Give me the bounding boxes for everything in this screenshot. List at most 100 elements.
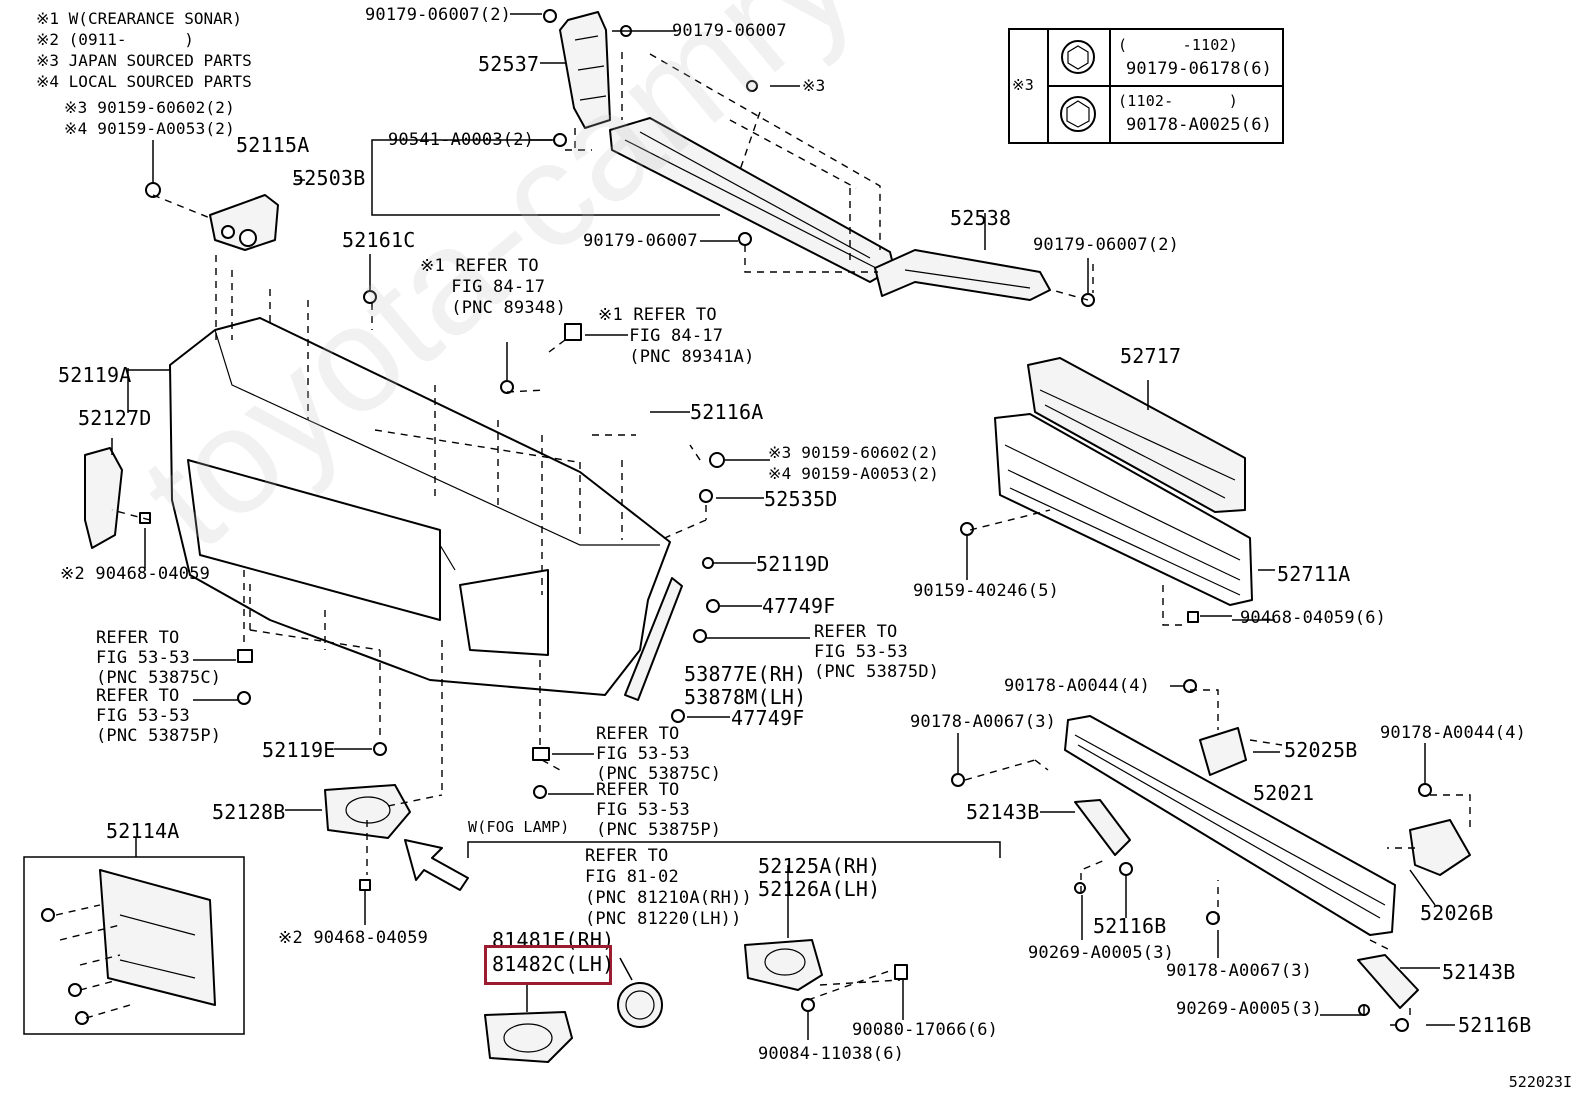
fasteners	[41, 9, 1432, 1032]
bracket-52537	[559, 11, 611, 129]
label-52116B-b: 52116B	[1458, 1013, 1532, 1037]
label-japan-mark: ※3	[802, 76, 826, 95]
bracket-52025B	[1199, 727, 1247, 776]
label-52116A: 52116A	[690, 400, 764, 424]
arrow-icon	[404, 839, 469, 891]
bracket-52143B-upper	[1074, 799, 1131, 856]
label-90541-A0003: 90541-A0003(2)	[388, 130, 535, 150]
label-52128B: 52128B	[212, 800, 286, 824]
dashed-lines	[55, 52, 1471, 1019]
label-90179-06007-2-top: 90179-06007(2)	[365, 5, 512, 25]
bumper-cover-52119A	[169, 317, 671, 696]
license-bracket-box-52114A	[23, 856, 245, 1035]
label-90084-11038: 90084-11038(6)	[758, 1044, 905, 1064]
label-90468-04059-6: 90468-04059(6)	[1240, 608, 1387, 628]
label-refer-53875C-left: REFER TO FIG 53-53 (PNC 53875C)	[96, 628, 222, 688]
label-90178-A0044-a: 90178-A0044(4)	[1004, 676, 1151, 696]
label-52021: 52021	[1253, 781, 1315, 805]
label-90468-04059-bl: ※2 90468-04059	[278, 928, 429, 948]
label-47749F-b: 47749F	[731, 706, 805, 730]
fastener-table-grid	[1047, 30, 1282, 142]
label-53877E: 53877E(RH)	[684, 662, 807, 686]
label-90080-17066: 90080-17066(6)	[852, 1020, 999, 1040]
label-90269-A0005-b: 90269-A0005(3)	[1176, 999, 1323, 1019]
note-2: ※2 (0911- )	[36, 30, 194, 49]
reinforcement-52021	[1064, 715, 1396, 936]
label-90179-06007-mid: 90179-06007	[583, 231, 698, 251]
label-52116A-bolt-3: ※3 90159-60602(2)	[768, 443, 939, 462]
label-refer-53875D: REFER TO FIG 53-53 (PNC 53875D)	[814, 622, 940, 682]
fastener-row-2-range: (1102- )	[1118, 92, 1238, 110]
label-52537: 52537	[478, 52, 540, 76]
legend-notes: ※1 W(CREARANCE SONAR) ※2 (0911- ) ※3 JAP…	[36, 8, 252, 92]
label-90178-A0067-b: 90178-A0067(3)	[1166, 961, 1313, 981]
fog-lamp-81210A	[617, 982, 663, 1028]
label-refer-81210A: REFER TO FIG 81-02 (PNC 81210A(RH)) (PNC…	[585, 846, 752, 929]
label-90179-06007-top: 90179-06007	[672, 21, 787, 41]
fastener-row-1-range: ( -1102)	[1118, 36, 1238, 54]
fastener-table-marker: ※3	[1012, 76, 1034, 94]
label-refer-53875C-mid: REFER TO FIG 53-53 (PNC 53875C)	[596, 724, 722, 784]
hex-nut-icon	[1061, 40, 1095, 74]
label-refer-53875P-mid: REFER TO FIG 53-53 (PNC 53875P)	[596, 780, 722, 840]
bracket-52115A	[209, 194, 279, 251]
label-90468-04059-left: ※2 90468-04059	[60, 564, 211, 584]
label-52116B-a: 52116B	[1093, 914, 1167, 938]
upper-reinforcement-52503B	[371, 117, 895, 283]
label-90178-A0067-a: 90178-A0067(3)	[910, 712, 1057, 732]
fastener-row-2-part: 90178-A0025(6)	[1126, 115, 1273, 135]
label-52114A: 52114A	[106, 819, 180, 843]
label-90178-A0044-b: 90178-A0044(4)	[1380, 723, 1527, 743]
note-1: ※1 W(CREARANCE SONAR)	[36, 9, 243, 28]
side-garnish-52127D	[84, 447, 123, 549]
label-refer-89341A: ※1 REFER TO FIG 84-17 (PNC 89341A)	[598, 305, 755, 367]
label-53878M: 53878M(LH)	[684, 685, 807, 709]
label-52503B: 52503B	[292, 166, 366, 190]
bracket-52538	[874, 249, 1051, 301]
label-52119E: 52119E	[262, 738, 336, 762]
label-52115A: 52115A	[236, 133, 310, 157]
label-52026B: 52026B	[1420, 901, 1494, 925]
label-52115A-bolt-3: ※3 90159-60602(2)	[64, 98, 235, 117]
bracket-52026B	[1409, 819, 1471, 876]
fog-lamp-housing-52125A	[744, 939, 823, 991]
label-90159-40246: 90159-40246(5)	[913, 581, 1060, 601]
label-90269-A0005-a: 90269-A0005(3)	[1028, 943, 1175, 963]
note-3: ※3 JAPAN SOURCED PARTS	[36, 51, 252, 70]
label-52125A: 52125A(RH)	[758, 854, 881, 878]
figure-id: 522023I	[1508, 1073, 1572, 1091]
note-4: ※4 LOCAL SOURCED PARTS	[36, 72, 252, 91]
label-52025B: 52025B	[1284, 738, 1358, 762]
fastener-row-1-part: 90179-06178(6)	[1126, 59, 1273, 79]
label-52143B-a: 52143B	[966, 800, 1040, 824]
grille-52717	[1027, 357, 1246, 513]
label-52119D: 52119D	[756, 552, 830, 576]
fastener-table	[1008, 28, 1284, 144]
label-52116A-bolt-4: ※4 90159-A0053(2)	[768, 464, 939, 483]
highlight-box-81482C[interactable]	[484, 945, 612, 985]
label-47749F-a: 47749F	[762, 594, 836, 618]
label-52711A: 52711A	[1277, 562, 1351, 586]
label-52535D: 52535D	[764, 487, 838, 511]
bracket-52143B-lower	[1357, 954, 1419, 1009]
label-refer-53875P-left: REFER TO FIG 53-53 (PNC 53875P)	[96, 686, 222, 746]
label-52126A: 52126A(LH)	[758, 877, 881, 901]
label-81482C[interactable]: 81482C(LH)	[492, 952, 615, 976]
label-refer-89348: ※1 REFER TO FIG 84-17 (PNC 89348)	[420, 256, 567, 318]
fog-lamp-cover-52128B	[324, 784, 411, 839]
label-52127D: 52127D	[78, 406, 152, 430]
fog-lamp-group-bracket	[467, 841, 1001, 858]
label-52717: 52717	[1120, 344, 1182, 368]
retainer-53877E	[624, 577, 683, 701]
fog-lamp-cover-81482C	[484, 1011, 573, 1063]
label-90179-06007-2-right: 90179-06007(2)	[1033, 235, 1180, 255]
leader-lines	[111, 13, 1455, 1040]
label-52538: 52538	[950, 206, 1012, 230]
label-52161C: 52161C	[342, 228, 416, 252]
label-w-fog-lamp: W(FOG LAMP)	[468, 818, 570, 836]
label-52143B-b: 52143B	[1442, 960, 1516, 984]
lower-grille-52711A	[994, 413, 1253, 606]
label-52115A-bolt-4: ※4 90159-A0053(2)	[64, 119, 235, 138]
